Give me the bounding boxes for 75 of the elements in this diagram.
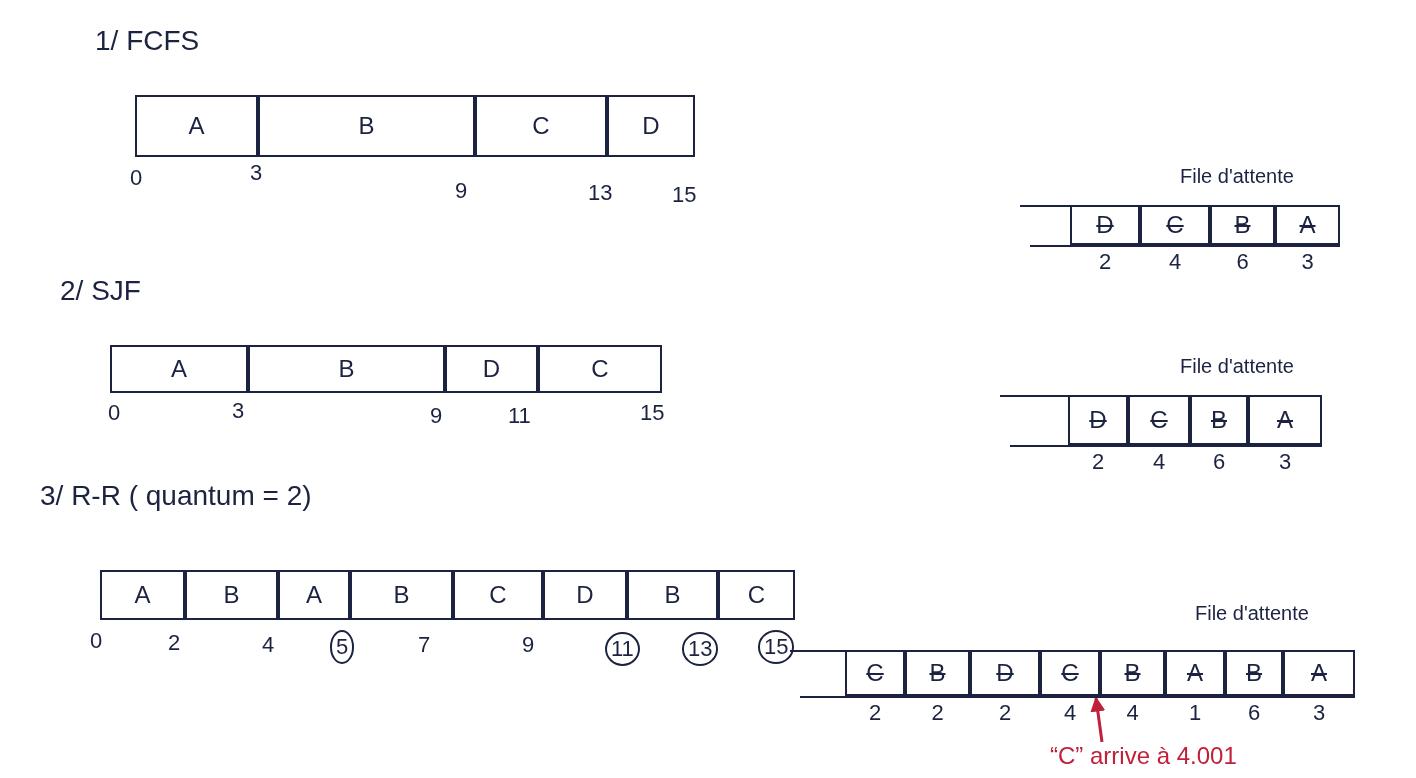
timeline-cell: D — [543, 570, 627, 620]
time-tick: 9 — [522, 632, 535, 658]
time-tick: 4 — [262, 632, 275, 658]
waiting-time: 4 — [1169, 249, 1182, 275]
queue-cell: D — [1068, 395, 1128, 445]
section-heading: 2/ SJF — [60, 275, 141, 307]
time-tick: 15 — [672, 182, 697, 208]
section-heading: 1/ FCFS — [95, 25, 200, 57]
queue-title: File d'attente — [1195, 602, 1309, 625]
queue-cell: C — [1140, 205, 1210, 245]
timeline-cell: C — [538, 345, 662, 393]
queue-cell: A — [1165, 650, 1225, 696]
time-tick: 3 — [232, 398, 245, 424]
timeline-cell: B — [627, 570, 718, 620]
queue-cell: B — [1190, 395, 1248, 445]
time-tick: 2 — [168, 630, 181, 656]
time-tick: 0 — [130, 165, 143, 191]
time-tick: 7 — [418, 632, 431, 658]
time-tick: 11 — [508, 403, 531, 429]
queue-cell: C — [1128, 395, 1190, 445]
waiting-time: 6 — [1213, 449, 1226, 475]
queue-cell: B — [1210, 205, 1275, 245]
waiting-time: 4 — [1153, 449, 1166, 475]
time-tick: 15 — [640, 400, 665, 426]
time-tick: 9 — [430, 403, 443, 429]
waiting-time: 2 — [1099, 249, 1112, 275]
waiting-time: 3 — [1301, 249, 1314, 275]
queue-cell: D — [970, 650, 1040, 696]
time-tick: 3 — [250, 160, 263, 186]
timeline-cell: B — [350, 570, 453, 620]
queue-title: File d'attente — [1180, 355, 1294, 378]
circled-time-tick: 13 — [682, 632, 719, 666]
waiting-time: 2 — [869, 700, 882, 726]
timeline-cell: D — [445, 345, 538, 393]
queue-title: File d'attente — [1180, 165, 1294, 188]
waiting-time: 2 — [1092, 449, 1105, 475]
timeline-cell: A — [100, 570, 185, 620]
queue-cell: B — [1100, 650, 1165, 696]
time-tick: 13 — [588, 180, 613, 206]
waiting-time: 4 — [1064, 700, 1077, 726]
timeline-cell: A — [110, 345, 248, 393]
queue-cell: D — [1070, 205, 1140, 245]
timeline-cell: A — [278, 570, 350, 620]
queue-cell: A — [1283, 650, 1355, 696]
queue-cell: A — [1275, 205, 1340, 245]
timeline-cell: C — [475, 95, 607, 157]
waiting-time: 6 — [1236, 249, 1249, 275]
timeline-cell: D — [607, 95, 695, 157]
queue-cell: A — [1248, 395, 1322, 445]
timeline-cell: A — [135, 95, 258, 157]
timeline-cell: B — [248, 345, 445, 393]
time-tick: 0 — [108, 400, 121, 426]
timeline-cell: C — [718, 570, 795, 620]
time-tick: 9 — [455, 178, 468, 204]
queue-cell: B — [905, 650, 970, 696]
queue-cell: B — [1225, 650, 1283, 696]
queue-cell: C — [1040, 650, 1100, 696]
waiting-time: 3 — [1279, 449, 1292, 475]
waiting-time: 1 — [1189, 700, 1202, 726]
timeline-cell: B — [258, 95, 475, 157]
queue-cell: C — [845, 650, 905, 696]
waiting-time: 2 — [999, 700, 1012, 726]
annotation-note: “C” arrive à 4.001 — [1050, 742, 1320, 774]
waiting-time: 3 — [1313, 700, 1326, 726]
circled-time-tick: 5 — [330, 630, 355, 664]
time-tick: 0 — [90, 628, 103, 654]
arrow — [1090, 696, 1106, 743]
timeline-cell: B — [185, 570, 278, 620]
circled-time-tick: 15 — [758, 630, 795, 664]
circled-time-tick: 11 — [605, 632, 640, 666]
waiting-time: 4 — [1126, 700, 1139, 726]
waiting-time: 2 — [931, 700, 944, 726]
timeline-cell: C — [453, 570, 543, 620]
section-heading: 3/ R-R ( quantum = 2) — [40, 480, 312, 512]
waiting-time: 6 — [1248, 700, 1261, 726]
